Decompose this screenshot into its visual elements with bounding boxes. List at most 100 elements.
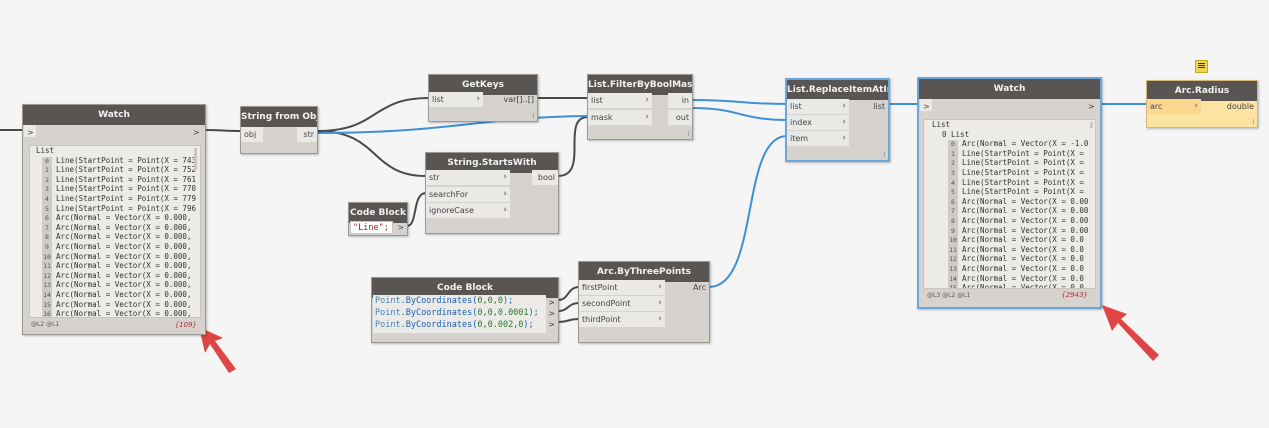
port-secondpoint[interactable]: secondPoint› bbox=[579, 296, 665, 311]
code-output-port[interactable]: > bbox=[397, 223, 404, 232]
list-item: 14 Arc(Normal = Vector(X = 0.0 bbox=[924, 273, 1095, 285]
list-item: 12 Arc(Normal = Vector(X = 0.0 bbox=[924, 254, 1095, 265]
port-mask[interactable]: mask › bbox=[588, 110, 652, 125]
chevron-right-icon: › bbox=[503, 189, 507, 199]
watch-output-port[interactable]: > bbox=[193, 128, 200, 137]
code-output-port-2[interactable]: > bbox=[548, 309, 555, 318]
code-output-port-3[interactable]: > bbox=[548, 320, 555, 329]
wire-code2-to-third bbox=[558, 318, 580, 323]
watch-scrollbar[interactable] bbox=[1090, 122, 1093, 128]
list-item-index: 13 bbox=[948, 264, 958, 275]
port-label: mask bbox=[591, 113, 613, 122]
watch-output-port[interactable]: > bbox=[1088, 102, 1095, 111]
getkeys-node[interactable]: GetKeys list› var[]..[] l bbox=[428, 74, 538, 122]
list-item-index: 14 bbox=[42, 290, 52, 301]
port-index[interactable]: index› bbox=[787, 115, 849, 130]
list-item-index: 12 bbox=[948, 255, 958, 265]
chevron-right-icon: › bbox=[658, 314, 662, 324]
node-title: Watch bbox=[23, 105, 205, 125]
wire-bool-to-mask bbox=[557, 116, 589, 177]
port-str[interactable]: str› bbox=[426, 170, 510, 185]
wire-out-to-index bbox=[691, 107, 788, 121]
list-item-index: 7 bbox=[948, 207, 958, 217]
list-item-value: Line(StartPoint = Point(X = bbox=[962, 148, 1084, 158]
replace-item-at-index-node[interactable]: List.ReplaceItemAtIndex list› index› ite… bbox=[785, 78, 890, 162]
port-searchfor[interactable]: searchFor› bbox=[426, 187, 510, 202]
list-item-value: Arc(Normal = Vector(X = 0.0 bbox=[962, 254, 1084, 264]
list-item: 13 Arc(Normal = Vector(X = 0.0 bbox=[924, 263, 1095, 275]
watch-input-port[interactable]: > bbox=[920, 99, 932, 111]
list-root-label: List bbox=[36, 146, 55, 155]
port-arc[interactable]: arc› bbox=[1147, 99, 1201, 114]
port-label: firstPoint bbox=[582, 283, 618, 292]
port-str[interactable]: str bbox=[297, 127, 317, 142]
watch-input-port[interactable]: > bbox=[24, 125, 36, 137]
string-from-object-node[interactable]: String from Object obj str bbox=[240, 106, 318, 154]
port-ignorecase[interactable]: ignoreCase› bbox=[426, 203, 510, 218]
code-output-port-1[interactable]: > bbox=[548, 298, 555, 307]
port-list[interactable]: list› bbox=[588, 93, 652, 108]
code-block-node-2[interactable]: Code Block Point.ByCoordinates(0,0,0);Po… bbox=[371, 277, 559, 343]
list-item-index: 3 bbox=[42, 185, 52, 195]
port-double[interactable]: double bbox=[1226, 102, 1254, 111]
list-item-index: 14 bbox=[948, 274, 958, 285]
port-thirdpoint[interactable]: thirdPoint› bbox=[579, 312, 665, 327]
list-item-value: Arc(Normal = Vector(X = 0.00 bbox=[962, 215, 1089, 225]
port-obj[interactable]: obj bbox=[241, 127, 263, 142]
port-list[interactable]: list› bbox=[787, 99, 849, 114]
list-item-value: Line(StartPoint = Point(X = bbox=[962, 158, 1084, 168]
list-item-value: Arc(Normal = Vector(X = 0.000, bbox=[56, 299, 192, 309]
filter-by-bool-mask-node[interactable]: List.FilterByBoolMask list› mask› in out… bbox=[587, 74, 693, 140]
wire-str-to-startswith bbox=[316, 130, 427, 177]
chevron-right-icon: › bbox=[645, 112, 649, 122]
code-block-node-1[interactable]: Code Block "Line"; > bbox=[348, 202, 408, 236]
wire-arc-to-item bbox=[708, 135, 788, 288]
chevron-right-icon: › bbox=[842, 133, 846, 143]
port-bool[interactable]: bool bbox=[532, 170, 558, 185]
list-item-value: Arc(Normal = Vector(X = 0.0 bbox=[962, 283, 1084, 289]
code-editor[interactable]: "Line"; bbox=[350, 221, 393, 234]
chevron-right-icon: › bbox=[842, 117, 846, 127]
port-list-out[interactable]: list bbox=[873, 102, 885, 111]
port-arc-out[interactable]: Arc bbox=[693, 283, 706, 292]
port-var[interactable]: var[]..[] bbox=[503, 95, 535, 104]
code-editor[interactable]: Point.ByCoordinates(0,0,0);Point.ByCoord… bbox=[373, 295, 546, 333]
lacing-indicator: l bbox=[883, 152, 885, 159]
list-item-value: Arc(Normal = Vector(X = 0.0 bbox=[962, 235, 1084, 245]
port-label: secondPoint bbox=[582, 299, 631, 308]
list-item-value: Arc(Normal = Vector(X = 0.000, bbox=[56, 232, 192, 242]
arc-radius-node[interactable]: Arc.Radius arc› double l bbox=[1146, 80, 1258, 128]
list-item-value: Arc(Normal = Vector(X = 0.0 bbox=[962, 273, 1084, 283]
list-item-index: 15 bbox=[948, 284, 958, 288]
list-item-value: Arc(Normal = Vector(X = 0.0 bbox=[962, 263, 1084, 273]
port-in[interactable]: in bbox=[668, 93, 692, 108]
port-item[interactable]: item› bbox=[787, 131, 849, 146]
list-root-label: List bbox=[932, 120, 951, 129]
note-icon[interactable] bbox=[1195, 60, 1208, 73]
arc-by-three-points-node[interactable]: Arc.ByThreePoints firstPoint› secondPoin… bbox=[578, 261, 710, 343]
list-item-value: Line(StartPoint = Point(X = bbox=[962, 187, 1084, 197]
watch-scrollbar[interactable] bbox=[194, 148, 197, 170]
port-out[interactable]: out bbox=[668, 110, 692, 125]
list-item-value: Arc(Normal = Vector(X = 0.000, bbox=[56, 309, 192, 318]
code-line: "Line"; bbox=[353, 223, 389, 233]
string-startswith-node[interactable]: String.StartsWith str› searchFor› ignore… bbox=[425, 152, 559, 234]
list-item-index: 10 bbox=[42, 252, 52, 263]
list-item-index: 13 bbox=[42, 281, 52, 291]
list-item-index: 4 bbox=[42, 194, 52, 205]
wire-code2-to-second bbox=[558, 302, 580, 312]
list-item-value: Line(StartPoint = Point(X = 779 bbox=[56, 193, 196, 203]
port-list[interactable]: list› bbox=[429, 92, 483, 107]
port-firstpoint[interactable]: firstPoint› bbox=[579, 280, 665, 295]
list-item-value: Arc(Normal = Vector(X = 0.000, bbox=[56, 280, 192, 290]
code-line: Point.ByCoordinates(0,0,0); bbox=[375, 296, 514, 306]
